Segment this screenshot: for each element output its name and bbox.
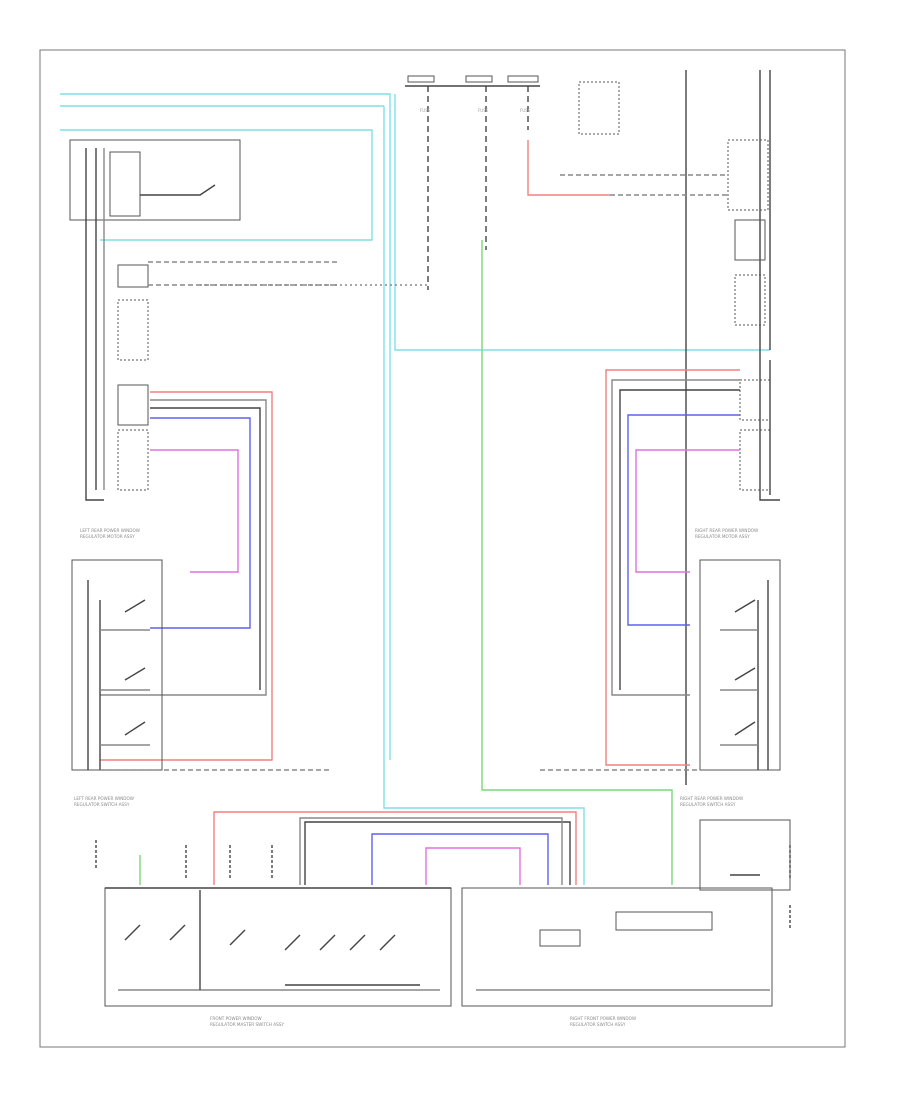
right-upper-module: RIGHT REAR POWER WINDOW REGULATOR MOTOR … xyxy=(560,70,780,785)
svg-text:FUSE: FUSE xyxy=(520,108,531,113)
left-lower-switch: LEFT REAR POWER WINDOW REGULATOR SWITCH … xyxy=(71,559,330,807)
svg-text:REGULATOR MOTOR ASSY: REGULATOR MOTOR ASSY xyxy=(80,534,135,539)
driver-master-switch: FRONT POWER WINDOW REGULATOR MASTER SWIT… xyxy=(104,887,452,1027)
top-red-wire xyxy=(527,140,610,196)
left-upper-module: LEFT REAR POWER WINDOW REGULATOR MOTOR A… xyxy=(69,139,430,539)
bottom-bus xyxy=(139,811,577,885)
svg-text:FUSE: FUSE xyxy=(420,108,431,113)
passenger-switch: RIGHT FRONT POWER WINDOW REGULATOR SWITC… xyxy=(461,819,791,1027)
svg-text:LEFT REAR POWER WINDOW: LEFT REAR POWER WINDOW xyxy=(80,528,140,533)
svg-text:LEFT REAR POWER WINDOW: LEFT REAR POWER WINDOW xyxy=(74,796,134,801)
right-signal-bundle xyxy=(605,369,740,766)
right-lower-switch: RIGHT REAR POWER WINDOW REGULATOR SWITCH… xyxy=(540,559,781,807)
svg-text:FRONT POWER WINDOW: FRONT POWER WINDOW xyxy=(210,1016,262,1021)
green-wire xyxy=(481,240,673,885)
fuse-section: FUSE FUSE FUSE xyxy=(405,75,620,290)
connector-stubs xyxy=(95,840,791,930)
svg-text:REGULATOR MASTER SWITCH ASSY: REGULATOR MASTER SWITCH ASSY xyxy=(210,1022,284,1027)
svg-text:RIGHT FRONT POWER WINDOW: RIGHT FRONT POWER WINDOW xyxy=(570,1016,636,1021)
svg-text:REGULATOR SWITCH ASSY: REGULATOR SWITCH ASSY xyxy=(570,1022,626,1027)
svg-text:RIGHT REAR POWER WINDOW: RIGHT REAR POWER WINDOW xyxy=(680,796,743,801)
svg-text:REGULATOR SWITCH ASSY: REGULATOR SWITCH ASSY xyxy=(74,802,130,807)
svg-text:REGULATOR MOTOR ASSY: REGULATOR MOTOR ASSY xyxy=(695,534,750,539)
diagram-frame xyxy=(39,49,846,1048)
svg-text:FUSE: FUSE xyxy=(478,108,489,113)
svg-text:RIGHT REAR POWER WINDOW: RIGHT REAR POWER WINDOW xyxy=(695,528,758,533)
left-signal-bundle xyxy=(100,391,273,761)
svg-text:REGULATOR SWITCH ASSY: REGULATOR SWITCH ASSY xyxy=(680,802,736,807)
power-wires xyxy=(60,93,770,885)
